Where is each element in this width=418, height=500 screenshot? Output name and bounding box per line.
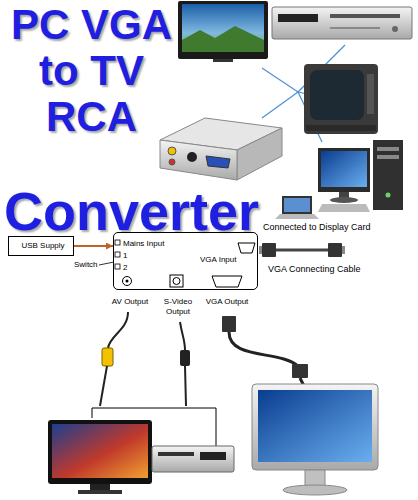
vga-plug xyxy=(328,243,342,257)
monitor-base xyxy=(330,197,358,203)
monitor-base xyxy=(283,485,347,495)
laptop-base xyxy=(275,214,319,219)
monitor-frame xyxy=(252,384,378,470)
power-led xyxy=(386,193,391,198)
tv-stand xyxy=(90,484,110,490)
player-buttons xyxy=(330,27,380,29)
crt-screen xyxy=(310,70,364,120)
flat-tv xyxy=(48,420,152,494)
port-label: AV Output xyxy=(108,297,152,307)
crt-controls xyxy=(367,74,374,114)
cable-label: VGA Connecting Cable xyxy=(268,264,361,274)
rca-plug xyxy=(102,348,113,366)
svideo-port xyxy=(170,275,183,287)
monitor-stand xyxy=(305,470,325,486)
svideo-jack xyxy=(187,152,197,162)
rca-port xyxy=(123,277,132,286)
tv-stand xyxy=(213,59,233,62)
monitor-screen xyxy=(321,151,367,187)
big-heading: Converter xyxy=(4,180,259,242)
device-front xyxy=(160,140,237,180)
flat-tv xyxy=(178,1,268,62)
vga-port xyxy=(212,276,242,287)
switch-position: 2 xyxy=(123,263,133,273)
laptop xyxy=(275,196,319,219)
svideo-cable xyxy=(185,366,186,406)
rca-cable xyxy=(100,366,107,406)
crt-tv xyxy=(304,64,378,134)
port-icons xyxy=(99,240,255,287)
port-label: VGA Input xyxy=(200,255,252,265)
tv-frame xyxy=(48,420,152,484)
switch-port xyxy=(115,252,120,257)
switch-position: 1 xyxy=(123,251,133,261)
laptop-screen xyxy=(284,198,310,212)
vga-plug xyxy=(222,316,236,332)
note-label: Connected to Display Card xyxy=(263,222,371,232)
drive-bay xyxy=(377,147,399,151)
player-display xyxy=(278,14,318,22)
plug-pins xyxy=(259,246,262,254)
desktop-computer xyxy=(318,140,403,212)
tv-screen xyxy=(52,424,148,478)
box-label: USB Supply xyxy=(11,241,75,251)
disc-tray xyxy=(330,14,400,18)
monitor-screen xyxy=(258,390,372,462)
plug-pins xyxy=(342,246,345,254)
drive-bay xyxy=(377,155,399,159)
port-label: S-Video Output xyxy=(160,297,196,317)
dvd-player xyxy=(272,7,412,39)
switch-port xyxy=(115,264,120,269)
vga-cable xyxy=(259,243,345,257)
player-body xyxy=(152,446,234,472)
svideo-cable xyxy=(180,322,185,350)
keyboard xyxy=(318,204,370,212)
bracket xyxy=(92,408,93,418)
leader-line xyxy=(99,262,114,265)
crt-base xyxy=(306,125,376,131)
dvd-player xyxy=(152,446,234,472)
player-knob xyxy=(392,26,398,32)
player-display xyxy=(200,452,226,460)
port-label: Switch xyxy=(74,260,110,270)
tv-screen xyxy=(182,4,264,52)
tv-frame xyxy=(178,1,268,59)
converter-device xyxy=(160,118,282,180)
crt-body xyxy=(304,64,378,134)
pc-tower xyxy=(373,140,403,210)
title: PC VGA to TV RCA xyxy=(4,2,179,140)
svideo-socket xyxy=(173,278,180,285)
bracket xyxy=(92,408,216,409)
star-line xyxy=(262,92,298,118)
monitor-frame xyxy=(318,148,370,192)
disc-tray xyxy=(158,452,194,456)
cable xyxy=(276,249,328,252)
rca-jack xyxy=(169,159,175,165)
vga-port xyxy=(238,243,255,253)
rca-pin xyxy=(126,280,129,283)
lcd-monitor xyxy=(252,384,378,495)
vga-plug xyxy=(262,243,276,257)
device-side xyxy=(237,128,282,180)
rca-cable xyxy=(108,312,128,348)
bracket xyxy=(216,408,217,446)
laptop-lid xyxy=(282,196,312,214)
rca-jack xyxy=(168,147,176,155)
tv-base xyxy=(78,490,122,494)
svideo-plug xyxy=(180,350,190,366)
screen-picture xyxy=(182,26,264,52)
port-label: VGA Output xyxy=(202,297,252,307)
star-line xyxy=(262,68,298,92)
vga-port xyxy=(206,156,230,168)
vga-cable xyxy=(229,332,298,366)
vga-plug xyxy=(292,364,308,378)
supply-arrow xyxy=(74,245,113,247)
player-body xyxy=(272,7,412,39)
